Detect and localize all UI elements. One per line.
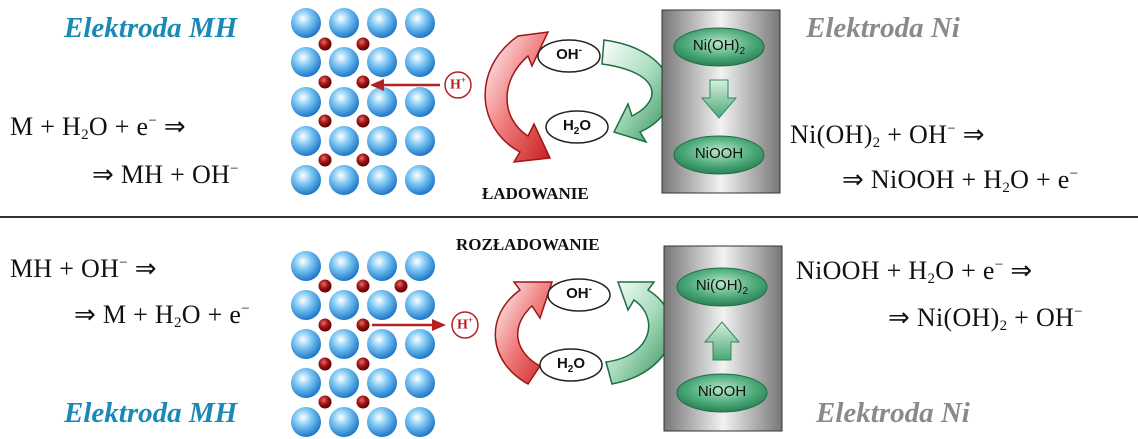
top-proton-arrow [370, 71, 472, 99]
top-proton-label: H+ [449, 75, 467, 93]
top-nickel-hydroxide-label: Ni(OH)2 [692, 37, 746, 57]
top-red-curved-arrow [484, 31, 552, 163]
section-divider [0, 216, 1138, 218]
metal-atoms [291, 251, 435, 437]
discharging-label: ROZŁADOWANIE [456, 235, 600, 254]
bottom-metal-lattice [291, 251, 435, 437]
top-metal-lattice [291, 8, 435, 195]
top-green-curved-arrow [601, 39, 672, 144]
metal-atoms [291, 8, 435, 195]
bottom-green-curved-arrow [605, 281, 673, 385]
bottom-water-label: H2O [556, 355, 586, 375]
bottom-nickel-hydroxide-label: Ni(OH)2 [695, 277, 749, 297]
top-water-label: H2O [562, 117, 592, 137]
bottom-red-curved-arrow [494, 281, 554, 385]
top-right-equation-2: ⇒ NiOOH + H2O + e− [842, 165, 1079, 196]
bottom-right-title: Elektroda Ni [816, 397, 970, 429]
top-hydroxide-label: OH- [556, 45, 582, 63]
bottom-right-equation-1: NiOOH + H2O + e− ⇒ [796, 256, 1033, 287]
top-right-title: Elektroda Ni [806, 12, 960, 44]
bottom-left-equation-1: MH + OH− ⇒ [10, 254, 157, 283]
bottom-hydroxide-label: OH- [566, 284, 592, 302]
top-ni-down-arrow [700, 79, 738, 119]
bottom-left-title: Elektroda MH [64, 397, 238, 429]
hydrogen-atoms [318, 279, 408, 409]
top-left-title: Elektroda MH [64, 12, 238, 44]
top-left-equation-2: ⇒ MH + OH− [92, 160, 239, 189]
hydrogen-atoms [318, 37, 370, 167]
charging-label: ŁADOWANIE [482, 184, 589, 203]
top-right-equation-1: Ni(OH)2 + OH− ⇒ [790, 120, 985, 151]
bottom-ni-up-arrow [703, 321, 741, 361]
top-left-equation-1: M + H2O + e− ⇒ [10, 112, 187, 143]
bottom-left-equation-2: ⇒ M + H2O + e− [74, 300, 251, 331]
bottom-proton-arrow [372, 311, 479, 339]
top-nickel-oxyhydroxide-label: NiOOH [694, 145, 744, 162]
bottom-nickel-oxyhydroxide-label: NiOOH [697, 383, 747, 400]
bottom-proton-label: H+ [456, 315, 474, 333]
bottom-right-equation-2: ⇒ Ni(OH)2 + OH− [888, 303, 1083, 334]
